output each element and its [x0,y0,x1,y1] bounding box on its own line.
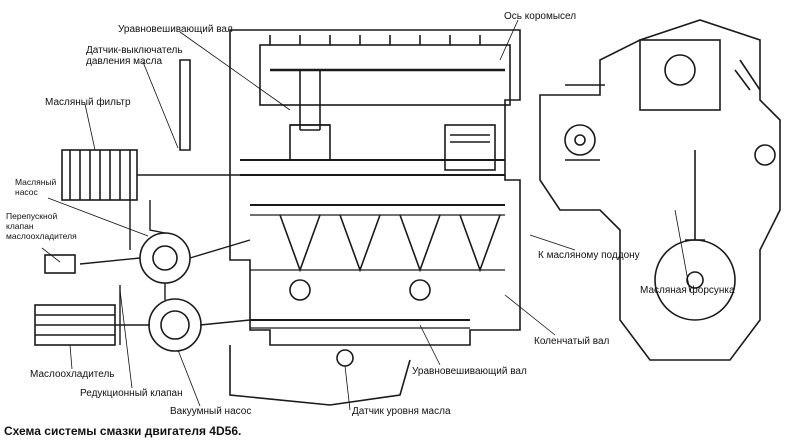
label-oil-pressure-switch-2: давления масла [86,56,163,67]
label-oil-level-sensor: Датчик уровня масла [352,406,451,417]
label-crankshaft: Коленчатый вал [534,336,610,347]
label-to-oil-pan: К масляному поддону [538,250,640,261]
label-oil-pump-1: Масляный [15,177,57,187]
label-bypass-valve-3: маслоохладителя [6,231,77,241]
label-oil-pressure-switch-1: Датчик-выключатель [86,45,183,56]
label-relief-valve: Редукционный клапан [80,388,183,399]
cylinder-head [259,44,511,106]
label-rocker-axis: Ось коромысел [504,11,577,22]
label-oil-filter: Масляный фильтр [45,97,131,108]
label-vacuum-pump: Вакуумный насос [170,406,252,417]
label-oil-pump-2: насос [15,187,38,197]
label-bypass-valve-1: Перепускной [6,211,58,221]
figure-caption: Схема системы смазки двигателя 4D56. [4,424,242,438]
label-balance-shaft-top: Уравновешивающий вал [118,24,233,35]
oil-pan [229,345,411,406]
label-oil-cooler: Маслоохладитель [30,369,115,380]
vacuum-pump [148,298,202,352]
label-balance-shaft-bottom: Уравновешивающий вал [412,366,527,377]
oil-level-sensor [336,349,354,367]
engine-block-outline [229,29,521,346]
oil-pump [139,232,191,284]
label-oil-nozzle: Масляная форсунка [640,285,735,296]
label-bypass-valve-2: клапан [6,221,34,231]
piston [444,124,496,171]
engine-side-view [539,19,781,361]
